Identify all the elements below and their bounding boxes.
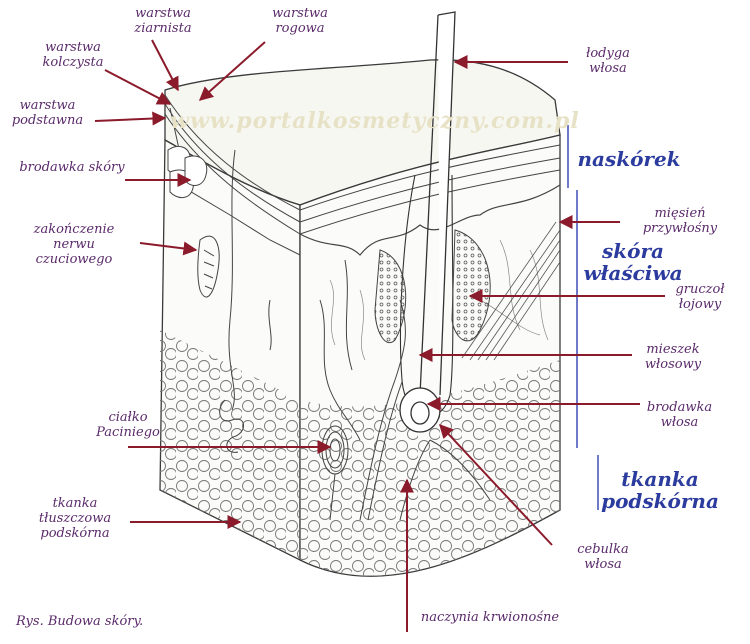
label-brodawka-skory: brodawka skóry <box>19 160 125 175</box>
layer-label-naskorek: naskórek <box>577 147 681 171</box>
layer-brackets <box>567 125 599 510</box>
sebaceous-gland <box>374 229 491 343</box>
label-cialko-paciniego: ciałko Paciniego <box>96 410 160 440</box>
arrow-warstwa-rogowa <box>198 41 266 101</box>
watermark: www.portalkosmetyczny.com.pl <box>170 108 580 134</box>
label-warstwa-podstawna: warstwa podstawna <box>11 98 84 128</box>
figure-caption: Rys. Budowa skóry. <box>16 614 144 629</box>
label-cebulka-wlosa: cebulka włosa <box>577 542 629 572</box>
label-zakonczenie-nerwu: zakończenie nerwu czuciowego <box>33 222 115 267</box>
label-gruczol-lojowy: gruczoł łojowy <box>675 282 725 312</box>
layer-label-tkanka-podskorna: tkanka podskórna <box>601 467 719 513</box>
arrow-zakonczenie-nerwu <box>139 241 198 256</box>
blood-vessels <box>319 259 491 521</box>
label-warstwa-kolczysta: warstwa kolczysta <box>42 40 104 70</box>
pointer-arrows <box>94 39 665 632</box>
label-warstwa-ziarnista: warstwa ziarnista <box>134 6 192 36</box>
layer-label-skora-wlasciwa: skóra właściwa <box>583 239 683 285</box>
arrow-warstwa-kolczysta <box>104 69 172 105</box>
label-warstwa-rogowa: warstwa rogowa <box>272 6 328 36</box>
arrow-warstwa-podstawna <box>94 111 167 126</box>
arrow-cebulka-wlosa <box>439 423 553 546</box>
subcutaneous-fat <box>160 330 560 577</box>
label-miesien-przywlosny: mięsień przywłośny <box>642 206 718 236</box>
label-tkanka-tluszczowa: tkanka tłuszczowa podskórna <box>38 496 112 541</box>
label-brodawka-wlosa: brodawka włosa <box>646 400 713 430</box>
hair <box>399 11 456 433</box>
label-naczynia-krwionosne: naczynia krwionośne <box>420 610 560 625</box>
arrow-warstwa-ziarnista <box>151 39 179 92</box>
label-mieszek-wlosowy: mieszek włosowy <box>644 342 702 372</box>
label-lodyga-wlosa: łodyga włosa <box>586 46 630 76</box>
